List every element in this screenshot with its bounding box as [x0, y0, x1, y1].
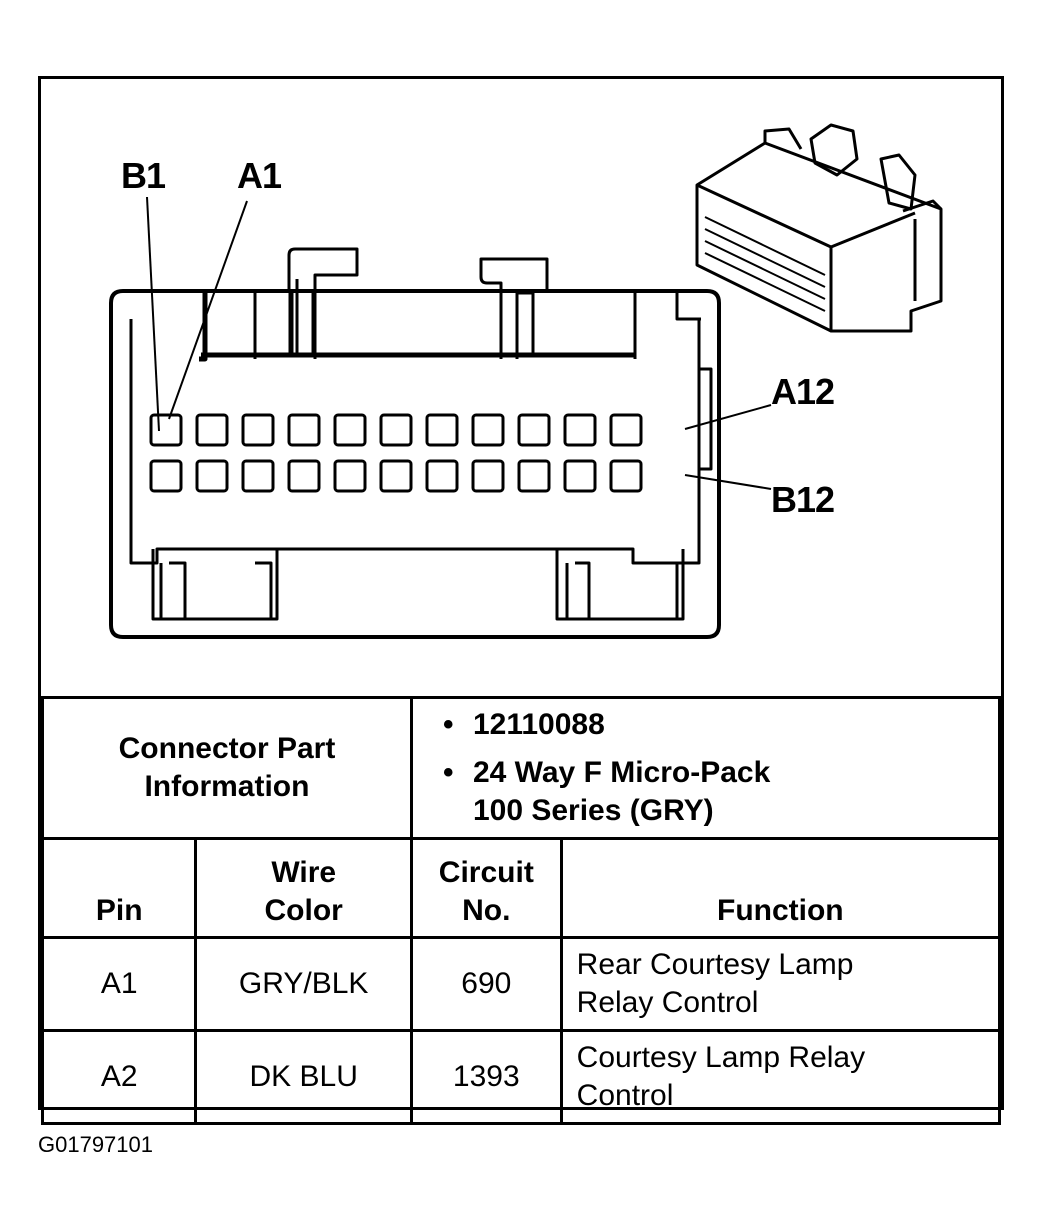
pin-cavity [563, 459, 597, 493]
pin-cavity [241, 413, 275, 447]
pin-cavity [287, 413, 321, 447]
cell-wire-color: GRY/BLK [194, 936, 413, 1032]
pin-cavity [517, 413, 551, 447]
figure-id: G01797101 [38, 1132, 153, 1157]
label-a1: A1 [237, 155, 282, 196]
col-header-pin: Pin [40, 837, 198, 939]
bullet-icon: • [442, 756, 454, 789]
pin-cavity [333, 413, 367, 447]
part-info-row: Connector Part Information • 12110088 • 24… [41, 696, 1002, 840]
connector-info-table: Connector Part Information • 12110088 • 24… [40, 696, 1002, 1125]
part-description-line1: 24 Way F Micro-Pack [472, 756, 771, 789]
pin-cavity [195, 413, 229, 447]
connector-drawing [109, 123, 943, 639]
pin-cavity [333, 459, 367, 493]
label-b12: B12 [771, 479, 835, 520]
pin-cavity [149, 459, 183, 493]
pin-cavity [425, 413, 459, 447]
pin-cavity [563, 413, 597, 447]
pin-cavity [517, 459, 551, 493]
connector-isometric-icon [695, 123, 943, 333]
part-description-line2: 100 Series (GRY) [472, 794, 714, 827]
pin-cavity [425, 459, 459, 493]
pin-cavity [149, 413, 183, 447]
part-info-header-line2: Information [144, 770, 310, 803]
bullet-icon: • [442, 708, 454, 741]
pin-cavity [379, 413, 413, 447]
cell-wire-color: DK BLU [194, 1029, 413, 1125]
col-header-function: Function [559, 837, 1002, 939]
pin-cavity [287, 459, 321, 493]
cell-pin: A1 [40, 936, 198, 1032]
part-info-header: Connector Part Information [41, 696, 413, 840]
label-a12: A12 [771, 371, 835, 412]
cell-circuit-no: 690 [409, 936, 563, 1032]
connector-face-diagram: B1 A1 A12 B12 [41, 79, 1001, 696]
part-info-header-line1: Connector Part [118, 732, 336, 765]
part-info-values: • 12110088 • 24 Way F Micro-Pack 100 Serie… [409, 696, 1002, 840]
part-number: 12110088 [472, 708, 605, 741]
cell-circuit-no: 1393 [409, 1029, 563, 1125]
pin-cavity [195, 459, 229, 493]
label-b1: B1 [121, 155, 166, 196]
cell-pin: A2 [40, 1029, 198, 1125]
connector-frame: B1 A1 A12 B12 Connector Part Information… [38, 76, 1004, 1125]
pin-cavity [471, 413, 505, 447]
pin-cavity [379, 459, 413, 493]
pin-cavity [471, 459, 505, 493]
pin-cavity [241, 459, 275, 493]
pin-cavity [609, 459, 643, 493]
pin-cavity [609, 413, 643, 447]
